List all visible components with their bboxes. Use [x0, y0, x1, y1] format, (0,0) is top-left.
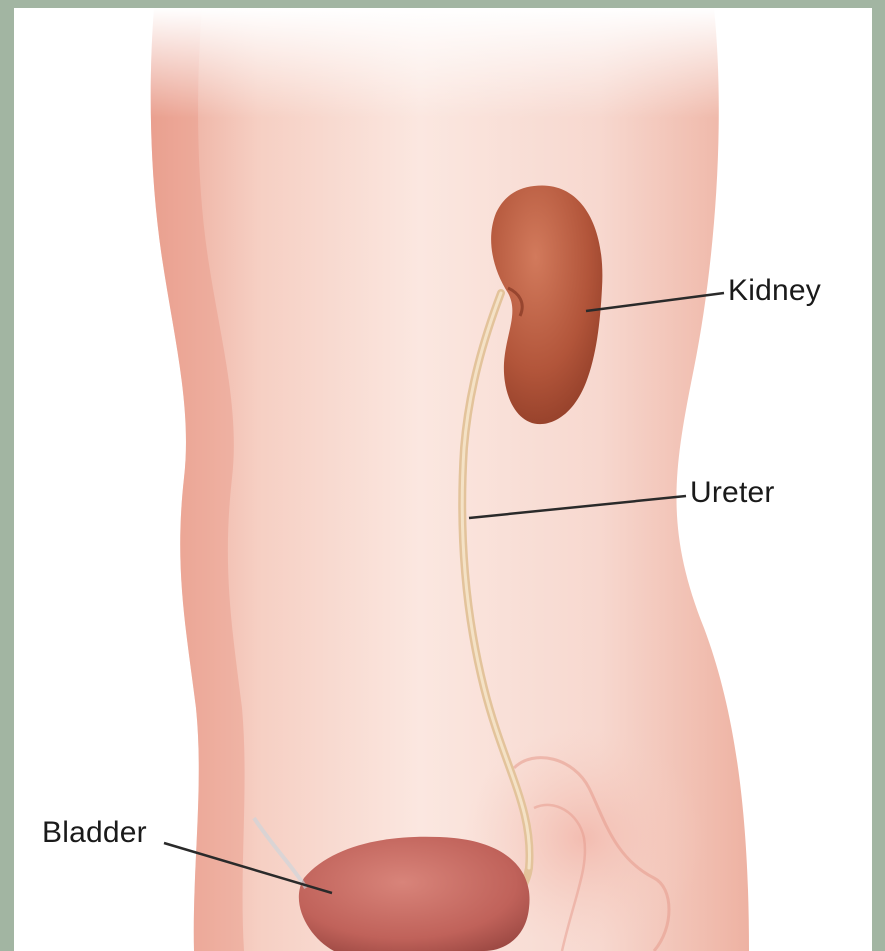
bladder-label: Bladder — [42, 816, 147, 850]
kidney-label: Kidney — [728, 274, 821, 308]
top-fade — [14, 8, 872, 118]
diagram-panel: Kidney Ureter Bladder — [14, 8, 872, 951]
ureter-label: Ureter — [690, 476, 775, 510]
